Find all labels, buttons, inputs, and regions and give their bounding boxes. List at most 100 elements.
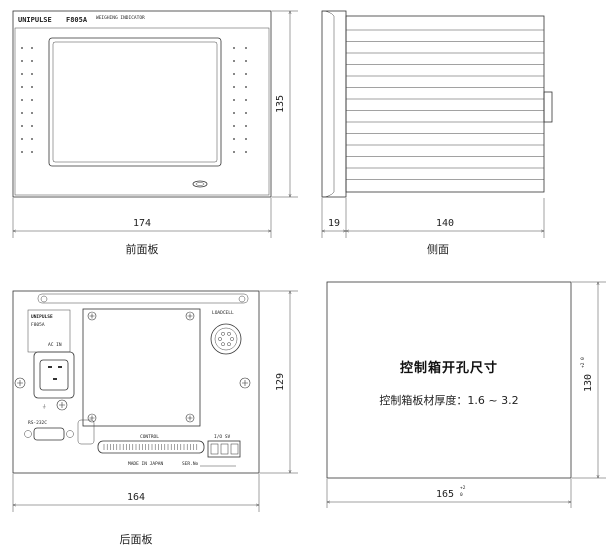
front-dot	[245, 47, 247, 49]
front-dot	[245, 86, 247, 88]
rear-width-dim: 164	[127, 492, 145, 503]
io-pin	[230, 443, 239, 455]
front-dot	[245, 151, 247, 153]
io-terminal-pins	[210, 443, 239, 455]
cutout-outline	[326, 281, 572, 479]
front-key-inner	[195, 182, 205, 186]
rear-top-rail	[37, 293, 249, 304]
front-dot	[245, 99, 247, 101]
cover-screw	[185, 413, 195, 423]
front-dot	[31, 60, 33, 62]
side-front-depth-dim: 19	[328, 218, 340, 229]
front-dot	[245, 73, 247, 75]
front-dot	[233, 99, 235, 101]
front-width-dim: 174	[133, 218, 151, 229]
front-dot	[21, 99, 23, 101]
front-dot	[245, 60, 247, 62]
control-label: CONTROL	[140, 434, 159, 440]
loadcell-pin	[230, 337, 234, 341]
lcd-screen	[52, 41, 218, 163]
front-panel-caption: 前面板	[126, 242, 159, 256]
lcd-screen-frame	[48, 37, 222, 167]
cutout-width-dim: 165	[436, 489, 454, 500]
side-bezel-curve	[321, 10, 335, 198]
rear-screw-cross	[242, 380, 248, 386]
loadcell-pin	[221, 342, 225, 347]
cutout-width-tol-upper: +2	[460, 485, 466, 491]
front-dot	[245, 138, 247, 140]
front-dot	[31, 138, 33, 140]
rear-brand-label: UNIPULSE	[31, 314, 53, 320]
front-panel: UNIPULSE F805A WEIGHING INDICATOR 174 13…	[12, 10, 298, 256]
front-height-dim: 135	[275, 95, 286, 113]
front-dot	[31, 47, 33, 49]
front-dot	[21, 86, 23, 88]
rs232c-screw-left	[24, 430, 32, 438]
front-dot	[233, 125, 235, 127]
front-dot	[245, 112, 247, 114]
rear-cover-plate	[82, 308, 201, 427]
rs232c-screw-right	[66, 430, 74, 438]
front-dot	[21, 60, 23, 62]
front-dot	[31, 125, 33, 127]
side-view: 19 140 侧面	[321, 10, 553, 256]
cover-screw-cross	[89, 313, 95, 319]
io-pin	[210, 443, 219, 455]
cutout-height-tol: +2 0	[580, 357, 586, 368]
ac-inlet-housing	[33, 351, 75, 399]
front-dot	[31, 86, 33, 88]
rear-screw	[239, 377, 251, 389]
front-dot	[21, 138, 23, 140]
loadcell-pin	[227, 331, 231, 336]
front-dot	[245, 125, 247, 127]
front-dot-grid	[21, 47, 247, 153]
front-dot	[21, 47, 23, 49]
rear-side-screws	[14, 377, 251, 411]
ground-icon: ⏚	[42, 403, 47, 410]
rear-switch	[77, 419, 95, 445]
rs232c-label: RS-232C	[28, 420, 47, 426]
cover-screw-cross	[187, 415, 193, 421]
loadcell-connector-inner	[214, 327, 238, 351]
side-body	[345, 15, 545, 193]
front-dot	[233, 151, 235, 153]
loadcell-pin	[218, 337, 222, 341]
side-body-depth-dim: 140	[436, 218, 454, 229]
control-pins	[103, 444, 198, 450]
rail-screw-left	[40, 295, 48, 303]
loadcell-connector	[210, 323, 242, 355]
side-ribs	[346, 29, 544, 180]
side-connector-bump	[543, 91, 553, 123]
front-dot	[21, 151, 23, 153]
front-panel-bezel	[14, 27, 270, 196]
front-dot	[233, 138, 235, 140]
front-dot	[31, 112, 33, 114]
front-model-sub-label: WEIGHING INDICATOR	[96, 15, 145, 21]
front-dot	[31, 151, 33, 153]
cutout-thickness-note: 控制箱板材厚度：1.6 ~ 3.2	[379, 393, 518, 407]
cutout-title: 控制箱开孔尺寸	[400, 360, 498, 376]
front-dot	[233, 47, 235, 49]
cover-screw	[185, 311, 195, 321]
front-dot	[233, 86, 235, 88]
cover-screw-cross	[187, 313, 193, 319]
loadcell-label: LOADCELL	[212, 310, 234, 316]
rear-height-dim: 129	[275, 373, 286, 391]
ac-inlet-socket	[39, 359, 69, 391]
front-brand-label: UNIPULSE	[18, 16, 52, 24]
front-dot	[31, 73, 33, 75]
io-label: I/O SV	[214, 434, 231, 440]
ac-pin-2	[58, 366, 62, 368]
cover-screw	[87, 311, 97, 321]
rear-screw	[56, 399, 68, 411]
ac-pin-3	[53, 378, 57, 380]
rail-screw-right	[238, 295, 246, 303]
loadcell-pin	[227, 342, 231, 347]
ac-pin-1	[48, 366, 52, 368]
rear-model-label: F805A	[31, 322, 45, 328]
cutout-height-dim: 130	[583, 374, 594, 392]
rear-screw	[14, 377, 26, 389]
panel-cutout: 控制箱开孔尺寸 控制箱板材厚度：1.6 ~ 3.2 165 +2 0 130 +…	[326, 281, 606, 508]
rear-panel-caption: 后面板	[120, 532, 153, 546]
io-pin	[220, 443, 229, 455]
